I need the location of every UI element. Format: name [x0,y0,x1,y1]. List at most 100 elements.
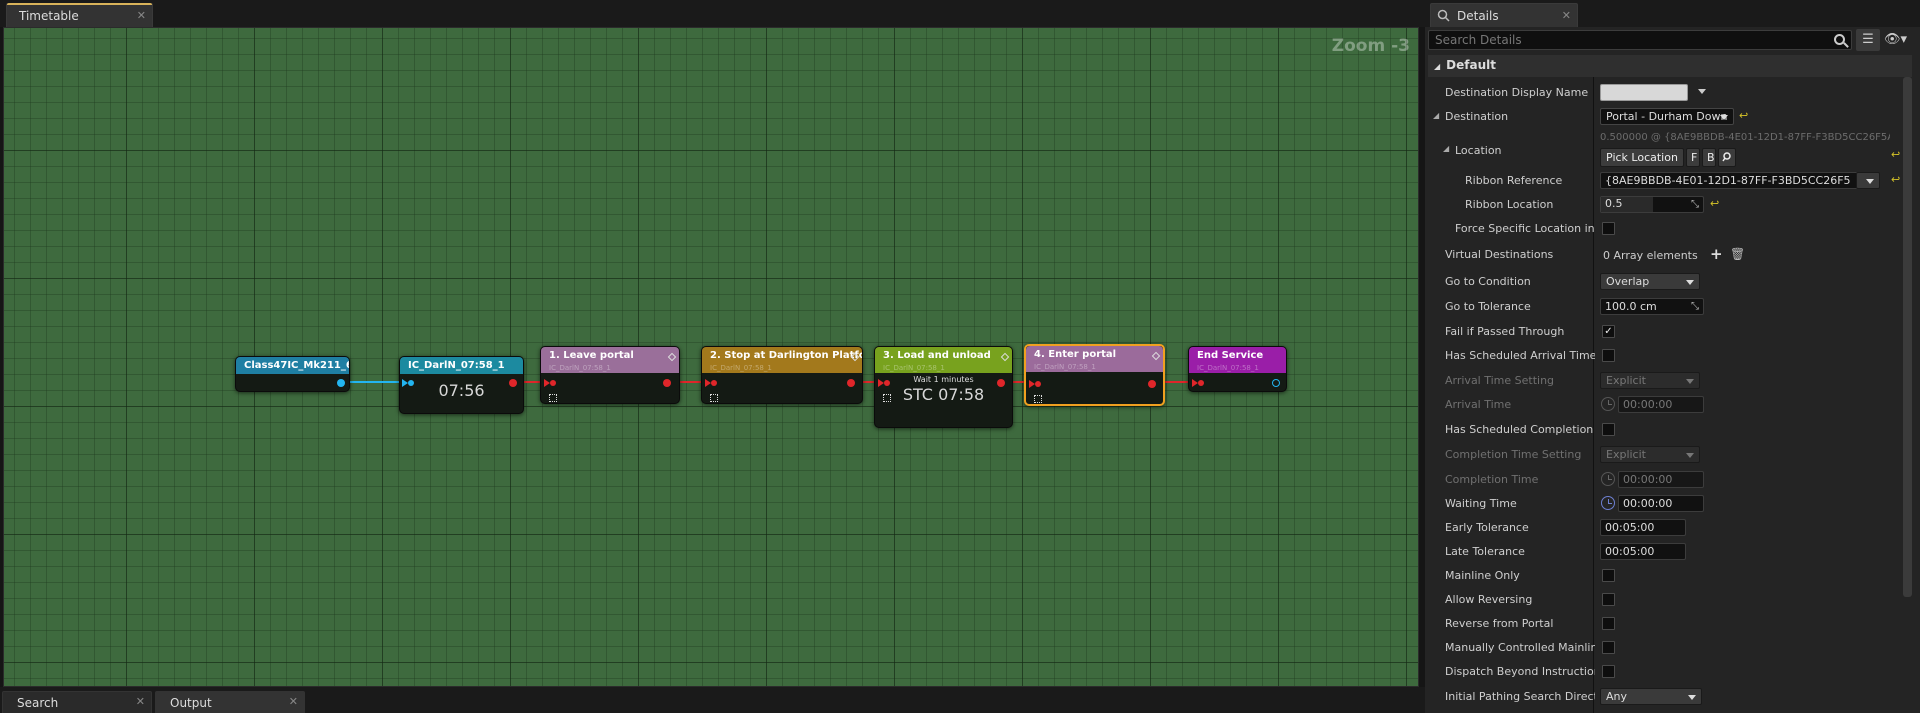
completion-time-field[interactable]: 00:00:00 [1618,471,1704,488]
collapse-arrow-icon[interactable]: ◢ [1433,111,1440,120]
reset-arrow-icon[interactable]: ↩ [1739,109,1749,122]
destination-select[interactable]: Portal - Durham Down [1600,108,1734,125]
destination-display-name-field[interactable] [1600,84,1688,101]
instruction-out-pin[interactable] [663,379,671,387]
instruction-out-pin[interactable] [997,379,1005,387]
search-icon [1834,34,1845,45]
instruction-out-pin[interactable] [1148,380,1156,388]
details-scrollbar[interactable] [1903,77,1912,597]
close-icon[interactable]: ✕ [1561,9,1571,22]
value: Overlap [1598,272,1903,292]
node-service[interactable]: IC_DarlN_07:58_1 07:56 [399,356,524,414]
value: 00:00:00 [1598,494,1903,514]
node-train[interactable]: Class47IC_Mk211_6 [235,356,350,392]
clock-icon[interactable] [1601,397,1615,411]
initial-pathing-select[interactable]: Any [1600,688,1702,705]
close-icon[interactable]: ✕ [135,695,145,708]
has-scheduled-completion-checkbox[interactable] [1602,423,1615,436]
instruction-in-pin[interactable] [705,379,717,387]
chevron-down-icon [1866,179,1874,184]
row-virtual-destinations: Virtual Destinations 0 Array elements + … [1428,243,1903,267]
close-icon[interactable]: ✕ [288,695,298,708]
label: Waiting Time [1445,497,1517,510]
go-to-tolerance-field[interactable]: 100.0 cm ⤡ [1600,298,1704,315]
arrival-time-setting-select[interactable]: Explicit [1600,372,1700,389]
reset-arrow-icon[interactable]: ↩ [1710,197,1720,210]
reset-arrow-icon[interactable]: ↩ [1891,148,1901,161]
value [1598,219,1903,239]
tab-accent [7,3,152,5]
instruction-in-pin[interactable] [878,379,890,387]
early-tolerance-field[interactable]: 00:05:00 [1600,519,1686,536]
late-tolerance-field[interactable]: 00:05:00 [1600,543,1686,560]
node-load-unload[interactable]: 3. Load and unload IC_DarlN_07:58_1 Wait… [874,346,1013,428]
close-icon[interactable]: ✕ [136,9,146,22]
collapse-arrow-icon[interactable]: ◢ [1443,144,1450,153]
pick-location-button[interactable]: Pick Location [1600,148,1684,167]
row-allow-reversing: Allow Reversing [1428,588,1903,612]
instruction-in-pin[interactable] [1192,379,1204,387]
has-scheduled-arrival-checkbox[interactable] [1602,349,1615,362]
search-location-button[interactable] [1718,148,1736,167]
trash-icon[interactable]: 🗑 [1730,247,1746,261]
waiting-time-field[interactable]: 00:00:00 [1618,495,1704,512]
tab-timetable[interactable]: Timetable ✕ [6,3,153,27]
node-leave-portal[interactable]: 1. Leave portal IC_DarlN_07:58_1 [540,346,680,404]
f-button[interactable]: F [1686,148,1700,167]
column-splitter[interactable] [1593,77,1594,713]
go-to-condition-select[interactable]: Overlap [1600,273,1700,290]
tab-output[interactable]: Output ✕ [155,691,305,713]
details-panel: Details ✕ Search Details ☰ 👁▾ ◢Default D… [1425,0,1920,713]
mainline-only-checkbox[interactable] [1602,569,1615,582]
ribbon-location-slider[interactable]: 0.5 ⤡ [1600,196,1704,213]
exec-out-pin[interactable] [1272,379,1280,387]
reset-arrow-icon[interactable]: ↩ [1891,173,1901,186]
row-go-to-condition: Go to Condition Overlap [1428,270,1903,294]
label: Completion Time Setting [1445,448,1582,461]
list-view-button[interactable]: ☰ [1856,29,1880,51]
details-search-input[interactable]: Search Details [1428,30,1852,50]
reverse-from-portal-checkbox[interactable] [1602,617,1615,630]
instruction-in-pin[interactable] [1029,380,1041,388]
force-specific-checkbox[interactable] [1602,222,1615,235]
node-stop-darlington[interactable]: 2. Stop at Darlington Platform 4 IC_Darl… [701,346,863,404]
row-initial-pathing-direction: Initial Pathing Search Directio Any [1428,685,1903,709]
wait-label: Wait 1 minutes [913,375,974,384]
label: Dispatch Beyond Instruction [1445,665,1595,678]
value: 00:05:00 [1598,542,1903,562]
label: Force Specific Location in Me [1455,222,1594,235]
tab-details-label: Details [1457,8,1499,23]
add-icon[interactable]: + [1710,245,1723,263]
chevron-down-icon[interactable] [1698,89,1706,94]
label: Location [1455,144,1502,157]
clock-icon[interactable] [1601,472,1615,486]
label: Arrival Time Setting [1445,374,1555,387]
tab-search[interactable]: Search ✕ [2,691,152,713]
row-destination-display-name: Destination Display Name [1428,81,1903,105]
allow-reversing-checkbox[interactable] [1602,593,1615,606]
instruction-out-pin[interactable] [509,379,517,387]
tab-search-label: Search [17,696,59,710]
completion-time-setting-select[interactable]: Explicit [1600,446,1700,463]
arrival-time-field[interactable]: 00:00:00 [1618,396,1704,413]
ribbon-reference-field[interactable]: {8AE9BBDB-4E01-12D1-87FF-F3BD5CC26F5 [1600,172,1858,189]
b-button[interactable]: B [1702,148,1716,167]
value: 0.5 ⤡ ↩ [1598,195,1903,215]
exec-in-pin[interactable] [402,379,414,387]
clock-icon[interactable] [1601,496,1615,510]
graph-canvas[interactable]: Zoom -3 Class47IC_Mk211_6 IC_DarlN_07:58… [3,27,1419,687]
category-default[interactable]: ◢Default [1428,55,1912,77]
row-completion-time: Completion Time 00:00:00 [1428,468,1903,492]
instruction-in-pin[interactable] [544,379,556,387]
tab-details[interactable]: Details ✕ [1430,3,1578,27]
node-stop-header: 2. Stop at Darlington Platform 4 [702,347,862,373]
instruction-out-pin[interactable] [847,379,855,387]
fail-if-passed-checkbox[interactable]: ✓ [1602,325,1615,338]
manually-controlled-checkbox[interactable] [1602,641,1615,654]
ribbon-reference-dropdown[interactable] [1856,172,1880,189]
eye-visibility-button[interactable]: 👁▾ [1884,32,1908,47]
node-end-service[interactable]: End Service IC_DarlN_07:58_1 [1188,346,1287,392]
exec-out-pin[interactable] [337,379,345,387]
dispatch-beyond-checkbox[interactable] [1602,665,1615,678]
node-enter-portal[interactable]: 4. Enter portal IC_DarlN_07:58_1 [1024,344,1165,406]
